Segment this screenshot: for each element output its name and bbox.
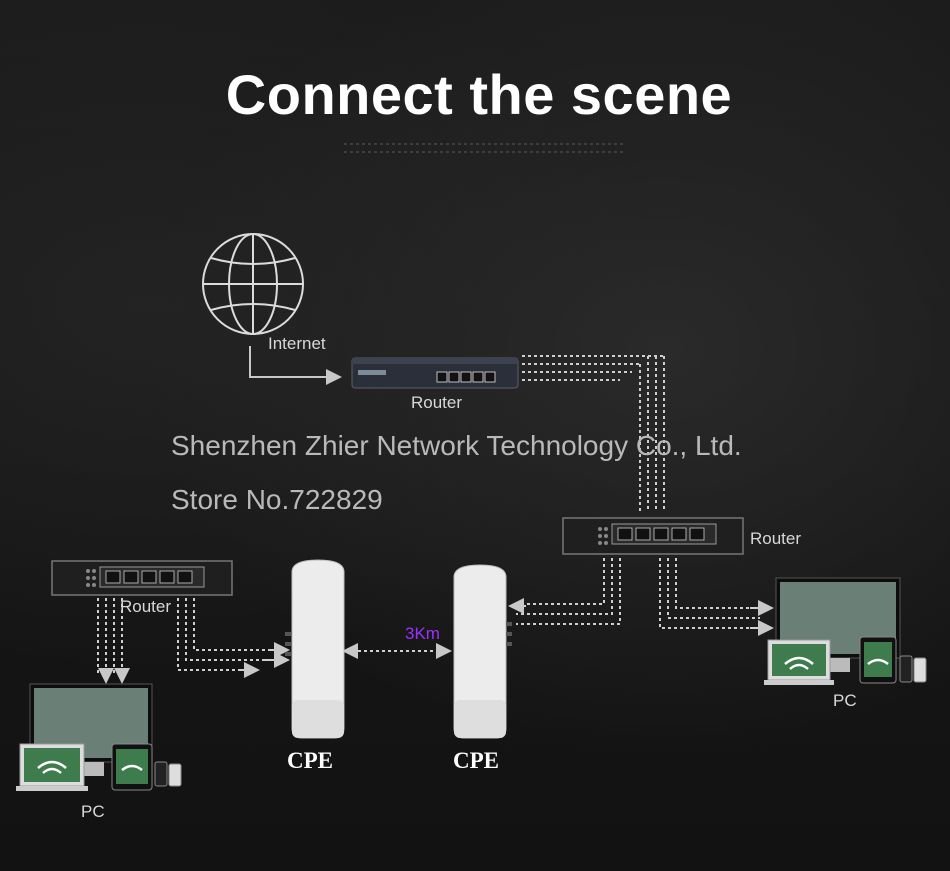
internet-label: Internet: [268, 334, 326, 353]
switch-icon: [51, 560, 233, 596]
subtitle-line: [344, 151, 624, 153]
devices-icon: [764, 577, 927, 685]
cpe-label: CPE: [287, 748, 333, 773]
cpe-antenna-icon: [453, 564, 512, 739]
watermark-company: Shenzhen Zhier Network Technology Co., L…: [171, 430, 742, 461]
link-right-switch-down: [516, 558, 760, 629]
internet-link: [249, 346, 342, 385]
cpe-antenna-icon: [285, 559, 345, 739]
cpe-label: CPE: [453, 748, 499, 773]
router-label: Router: [750, 529, 802, 548]
link-top-router-right-switch: [522, 355, 665, 512]
distance-label: 3Km: [405, 624, 440, 643]
globe-icon: [202, 233, 304, 335]
router-label: Router: [411, 393, 463, 412]
subtitle-line: [344, 143, 624, 145]
link-left-switch: [97, 598, 280, 676]
watermark-store: Store No.722829: [171, 484, 383, 515]
page-title: Connect the scene: [225, 63, 733, 126]
pc-label: PC: [833, 691, 857, 710]
router-label: Router: [120, 597, 172, 616]
router-icon: [351, 357, 519, 389]
pc-label: PC: [81, 802, 105, 821]
switch-icon: [562, 517, 744, 555]
devices-icon: [16, 683, 182, 791]
